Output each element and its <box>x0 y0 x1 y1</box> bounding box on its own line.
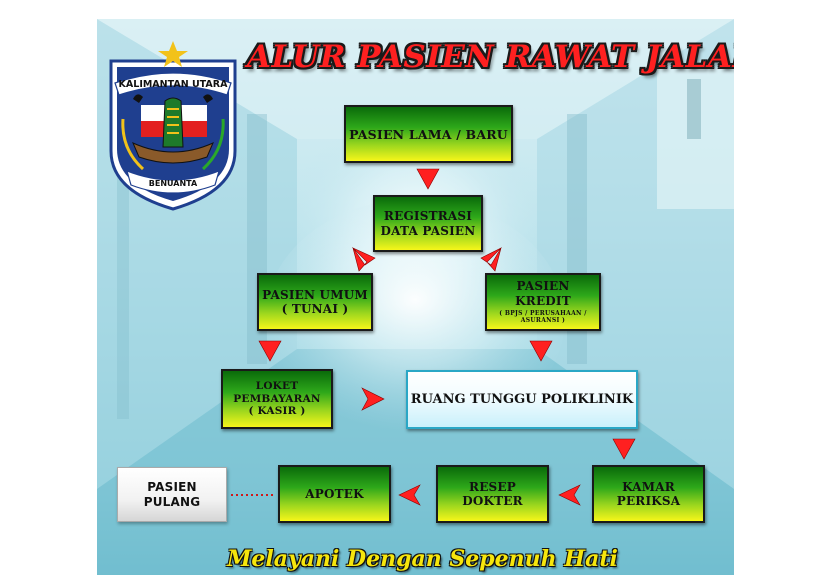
node-label: RUANG TUNGGU POLIKLINIK <box>410 391 634 407</box>
node-label: APOTEK <box>305 486 364 501</box>
emblem-bottom-text: BENUANTA <box>149 179 198 188</box>
node-label-line1: PASIEN KREDIT <box>515 279 571 308</box>
node-pasien-kredit: PASIEN KREDIT ( BPJS / PERUSAHAAN / ASUR… <box>485 273 601 331</box>
node-resep-dokter: RESEP DOKTER <box>436 465 549 523</box>
node-loket-pembayaran: LOKET PEMBAYARAN ( KASIR ) <box>221 369 333 429</box>
motto-slogan: Melayani Dengan Sepenuh Hati <box>227 546 618 572</box>
poster-title: ALUR PASIEN RAWAT JALAN <box>247 39 734 75</box>
node-pasien-lama-baru: PASIEN LAMA / BARU <box>344 105 513 163</box>
node-label-line2: ( KASIR ) <box>248 405 306 418</box>
node-registrasi-data-pasien: REGISTRASI DATA PASIEN <box>373 195 483 252</box>
node-label-line1: REGISTRASI <box>383 209 473 224</box>
node-pasien-umum: PASIEN UMUM ( TUNAI ) <box>257 273 373 331</box>
emblem-top-text: KALIMANTAN UTARA <box>119 79 229 90</box>
node-label: PASIEN PULANG <box>143 480 201 509</box>
node-label: PASIEN LAMA / BARU <box>349 126 508 142</box>
node-label-line2: ( TUNAI ) <box>281 302 349 316</box>
node-label-line2: DATA PASIEN <box>380 223 476 238</box>
node-label: KAMAR PERIKSA <box>616 479 681 508</box>
node-ruang-tunggu-poliklinik: RUANG TUNGGU POLIKLINIK <box>406 370 638 429</box>
node-label: RESEP DOKTER <box>462 479 523 508</box>
node-label-line1: PASIEN UMUM <box>262 287 368 302</box>
star-icon <box>158 41 188 67</box>
node-label-line1: LOKET PEMBAYARAN <box>233 380 321 405</box>
node-pasien-pulang: PASIEN PULANG <box>117 467 227 522</box>
kalimantan-utara-emblem: KALIMANTAN UTARA BENUANTA <box>109 41 237 211</box>
node-kamar-periksa: KAMAR PERIKSA <box>592 465 705 523</box>
node-apotek: APOTEK <box>278 465 391 523</box>
poster: KALIMANTAN UTARA BENUANTA ALUR PASIEN RA… <box>97 19 734 575</box>
node-sublabel: ( BPJS / PERUSAHAAN / ASURANSI ) <box>499 310 587 325</box>
